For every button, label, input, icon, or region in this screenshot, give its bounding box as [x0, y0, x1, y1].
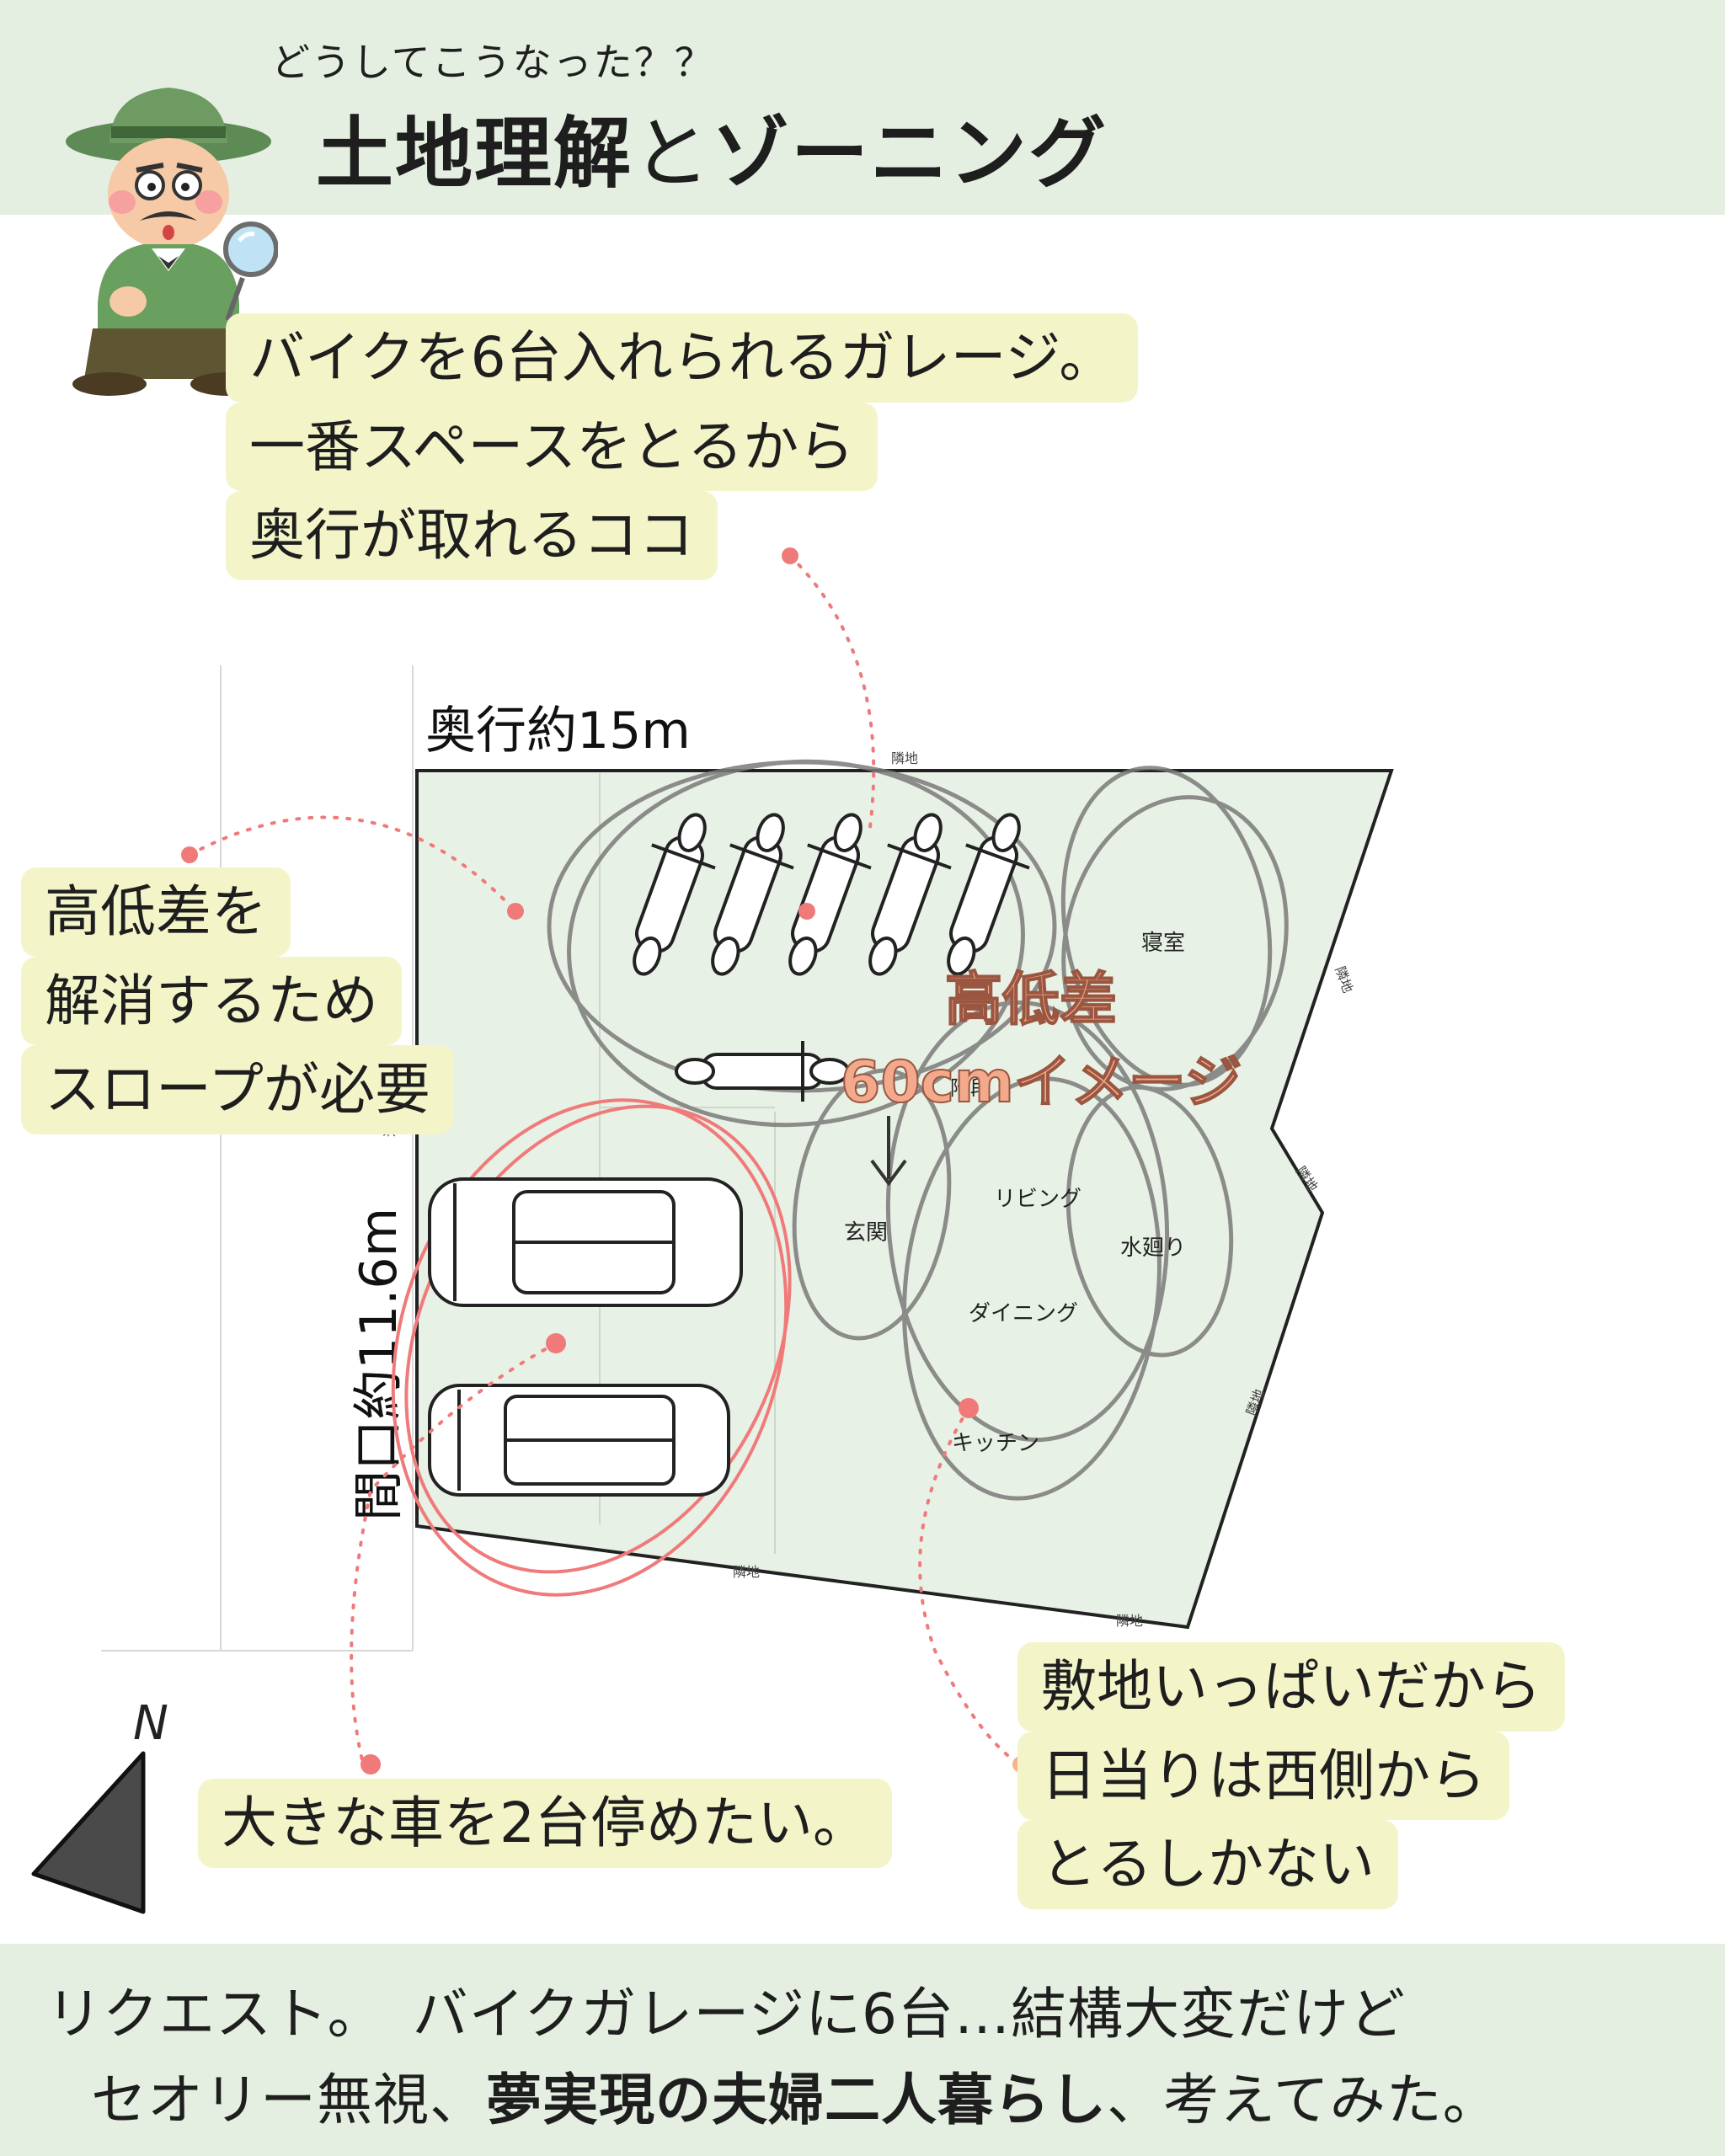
room-entrance: 玄関 [844, 1220, 888, 1246]
neighbor-label-top: 隣地 [891, 750, 918, 766]
bubble-sun: 敷地いっぱいだから 日当りは西側から とるしかない [1017, 1642, 1565, 1909]
motorcycle-4 [868, 813, 952, 976]
room-living: リビング [994, 1187, 1081, 1212]
room-dining: ダイニング [969, 1301, 1078, 1326]
bubble-slope-line: スロープが必要 [21, 1045, 455, 1134]
header-band [0, 0, 1725, 215]
room-water: 水廻り [1120, 1235, 1186, 1261]
page-title: 土地理解とゾーニング [316, 91, 1108, 203]
bubble-sun-line: 敷地いっぱいだから [1017, 1642, 1565, 1732]
bubble-sun-line: 日当りは西側から [1017, 1731, 1509, 1821]
room-stairs: 階段 [950, 1076, 991, 1100]
bubble-garage-line: 一番スペースをとるから [226, 402, 879, 492]
bubble-slope: 高低差を 解消するため スロープが必要 [21, 867, 455, 1134]
bubble-garage-line: 奥行が取れるココ [226, 491, 718, 580]
motorcycle-5 [947, 813, 1030, 976]
bubble-garage-line: バイクを6台入れられるガレージ。 [226, 313, 1139, 403]
room-bedroom: 寝室 [1141, 931, 1185, 956]
title-part-land: 土地理解 [316, 109, 633, 199]
footer-line-2: セオリー無視、夢実現の夫婦二人暮らし、考えてみた。 [91, 2055, 1499, 2136]
motorcycle-1 [633, 813, 716, 976]
neighbor-label-right: 隣地 [1332, 964, 1356, 995]
footer-line-2-emphasis: 夢実現の夫婦二人暮らし [486, 2068, 1107, 2132]
depth-label: 奥行約15m [425, 702, 691, 760]
bubble-cars: 大きな車を2台停めたい。 [198, 1779, 892, 1868]
leader-lines [188, 554, 1021, 1766]
bubble-garage: バイクを6台入れられるガレージ。 一番スペースをとるから 奥行が取れるココ [226, 313, 1139, 580]
frontage-label: 間口約11.6m [350, 1208, 409, 1521]
footer-band [0, 1944, 1725, 2156]
bubble-slope-line: 解消するため [21, 956, 402, 1046]
motorcycle-3 [788, 813, 872, 976]
height-diff-label-2: 60cmイメージ [841, 1049, 1242, 1116]
neighbor-label-bottom: 隣地 [733, 1564, 760, 1580]
footer-line-2-a: セオリー無視、 [91, 2068, 486, 2132]
title-part-and: と [633, 109, 713, 199]
neighbor-label-bottom2: 隣地 [1116, 1613, 1143, 1629]
bubble-slope-line: 高低差を [21, 867, 291, 957]
motorcycle-2 [711, 813, 794, 976]
bubble-sun-line: とるしかない [1017, 1820, 1398, 1909]
title-part-zoning: ゾーニング [712, 109, 1108, 199]
motorcycle-6 [675, 1041, 850, 1102]
bubble-cars-line: 大きな車を2台停めたい。 [198, 1779, 892, 1868]
stairs-arrowhead [870, 1159, 907, 1187]
compass: N [31, 1696, 168, 1914]
car-1 [428, 1177, 743, 1307]
height-diff-label-1: 高低差 [945, 967, 1117, 1033]
room-kitchen: キッチン [952, 1431, 1039, 1456]
footer-line-2-c: 、考えてみた。 [1107, 2068, 1499, 2132]
footer-line-1: リクエスト。 バイクガレージに6台…結構大変だけど [46, 1982, 1407, 2047]
car-2 [428, 1384, 730, 1497]
header-subtitle: どうしてこうなった？？ [271, 40, 715, 85]
motorcycle-group [633, 813, 1030, 1102]
compass-north-label: N [133, 1696, 168, 1751]
